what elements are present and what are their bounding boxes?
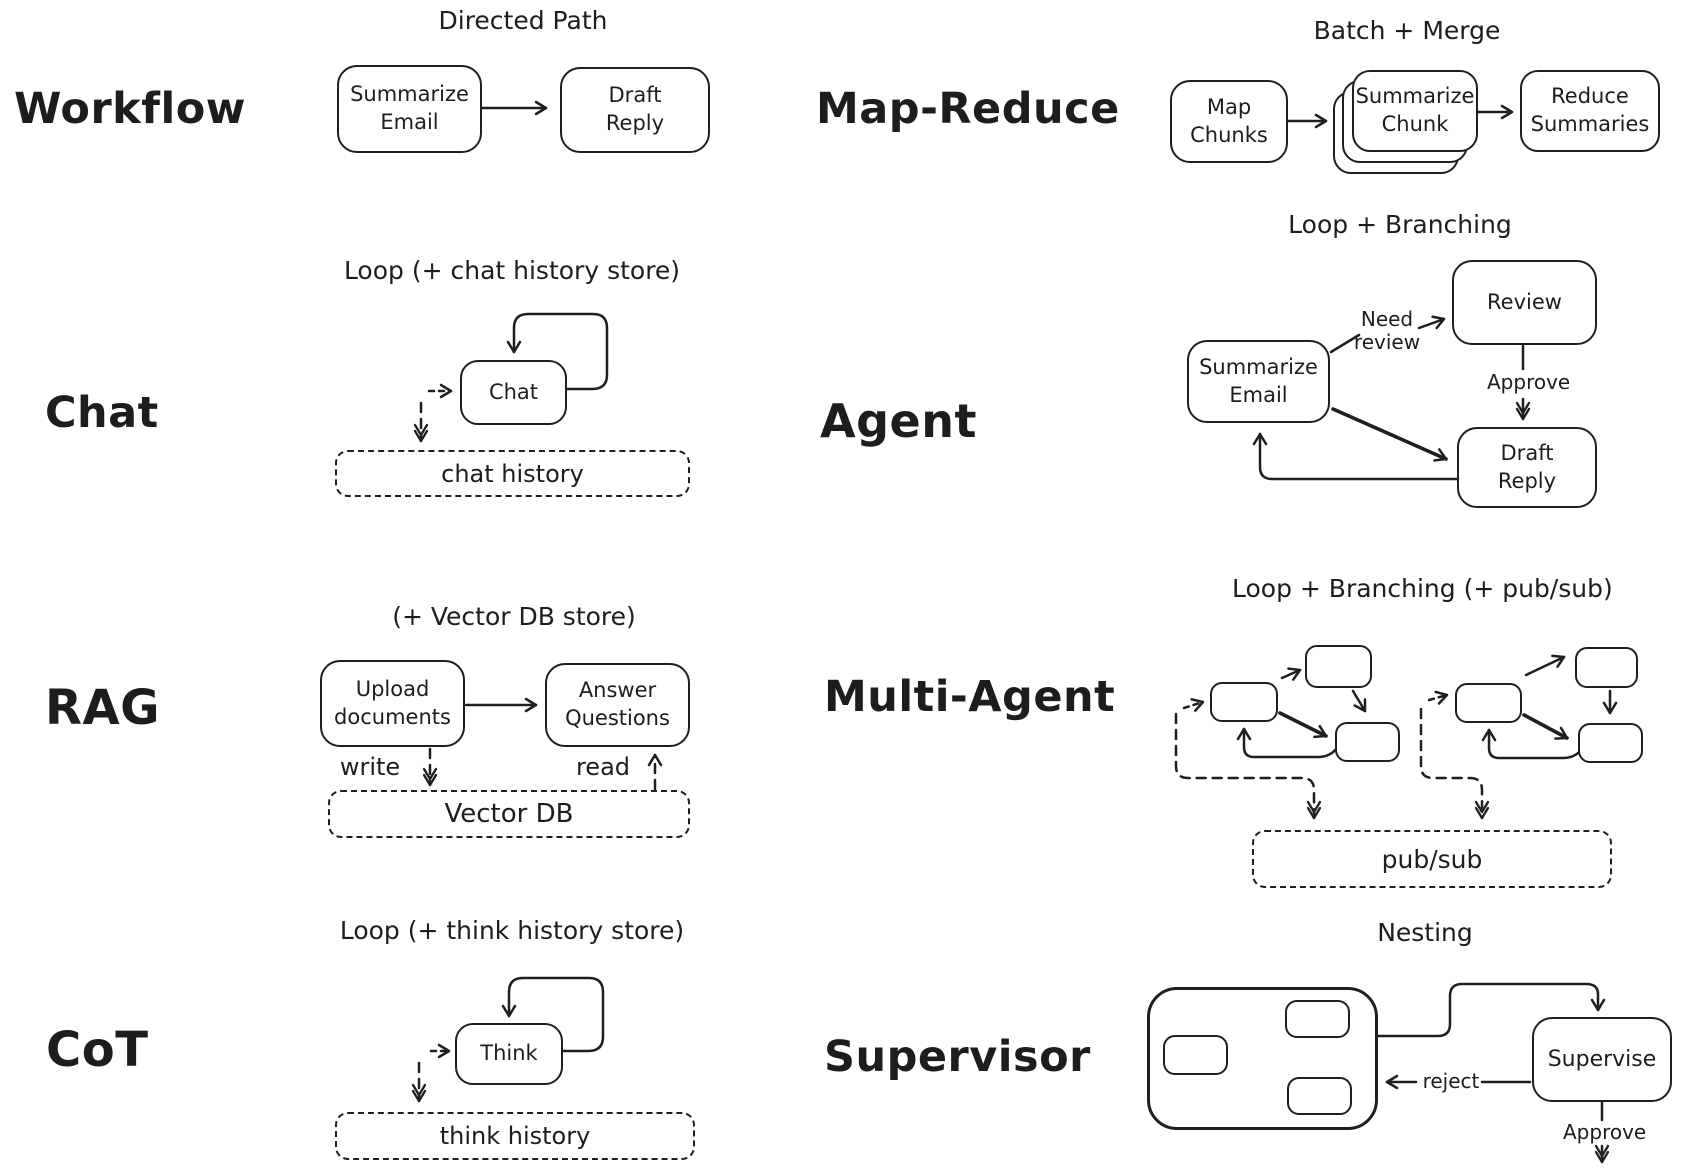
edge-label-need-review: Need review	[1353, 307, 1421, 354]
ma2-a-to-b-arrow	[1524, 654, 1566, 677]
node-answer-questions: Answer Questions	[545, 663, 690, 747]
edge-label-approve: Approve	[1487, 370, 1571, 394]
ma1-a-to-c-arrow	[1278, 711, 1328, 739]
node-map-chunks: Map Chunks	[1170, 80, 1288, 163]
title-cot-loop: Loop (+ think history store)	[339, 916, 685, 945]
ma1-a-to-b-arrow	[1280, 667, 1302, 681]
title-loop-branching: Loop + Branching	[1288, 210, 1512, 239]
node-agent-draft-reply: Draft Reply	[1457, 427, 1597, 508]
node-draft-reply: Draft Reply	[560, 67, 710, 153]
section-label-supervisor: Supervisor	[824, 1032, 1091, 1082]
edge-label-reject: reject	[1422, 1069, 1480, 1093]
node-summarize-chunk: Summarize Chunk	[1352, 70, 1478, 152]
edge-label-supervise-approve: Approve	[1563, 1120, 1647, 1144]
ma2-to-pubsub-arrow	[1419, 707, 1490, 820]
ma1-loopback-arrow	[1236, 727, 1339, 759]
ma1-entry-arrow	[1182, 698, 1205, 712]
store-vector-db: Vector DB	[328, 790, 690, 838]
title-batch-merge: Batch + Merge	[1313, 16, 1501, 45]
section-label-workflow: Workflow	[14, 84, 246, 134]
store-pub-sub: pub/sub	[1252, 830, 1612, 888]
need-review-arrow	[1417, 315, 1446, 330]
section-label-chat: Chat	[45, 388, 159, 438]
sup-node-c	[1287, 1077, 1352, 1115]
ma1-to-pubsub-arrow	[1174, 712, 1322, 820]
summarize-to-draft-arrow	[1331, 407, 1448, 462]
sup-node-a	[1163, 1035, 1228, 1075]
node-think: Think	[455, 1023, 563, 1085]
ma2-loopback-arrow	[1481, 728, 1584, 760]
ma2-node-a	[1455, 683, 1522, 723]
section-label-rag: RAG	[45, 680, 161, 736]
section-label-map-reduce: Map-Reduce	[816, 84, 1120, 134]
node-reduce-summaries: Reduce Summaries	[1520, 70, 1660, 152]
sup-node-b	[1285, 1000, 1350, 1038]
ma1-node-a	[1210, 682, 1278, 722]
section-label-multi-agent: Multi-Agent	[824, 672, 1116, 722]
edge-label-write: write	[339, 753, 401, 781]
ma1-b-to-c-arrow	[1351, 689, 1367, 713]
node-supervise: Supervise	[1532, 1017, 1672, 1102]
node-summarize-email: Summarize Email	[337, 65, 482, 153]
section-label-cot: CoT	[46, 1022, 149, 1078]
ma2-node-b	[1575, 647, 1638, 688]
node-chat: Chat	[460, 360, 567, 425]
ma2-a-to-c-arrow	[1522, 713, 1569, 740]
ma1-node-b	[1305, 645, 1372, 688]
node-upload-documents: Upload documents	[320, 660, 465, 747]
title-directed-path: Directed Path	[438, 6, 608, 35]
ma1-node-c	[1335, 722, 1400, 762]
node-review: Review	[1452, 260, 1597, 345]
title-vector-db-store: (+ Vector DB store)	[392, 602, 636, 631]
section-label-agent: Agent	[820, 394, 977, 448]
edge-label-read: read	[575, 753, 631, 781]
draft-loopback-arrow	[1252, 432, 1459, 481]
store-chat-history: chat history	[335, 450, 690, 497]
title-chat-loop: Loop (+ chat history store)	[343, 256, 681, 285]
ma2-entry-arrow	[1427, 690, 1449, 705]
node-agent-summarize-email: Summarize Email	[1187, 340, 1330, 423]
store-think-history: think history	[335, 1112, 695, 1160]
ma2-node-c	[1578, 723, 1643, 763]
title-nesting: Nesting	[1377, 918, 1473, 947]
title-loop-branching-pubsub: Loop + Branching (+ pub/sub)	[1232, 574, 1613, 603]
